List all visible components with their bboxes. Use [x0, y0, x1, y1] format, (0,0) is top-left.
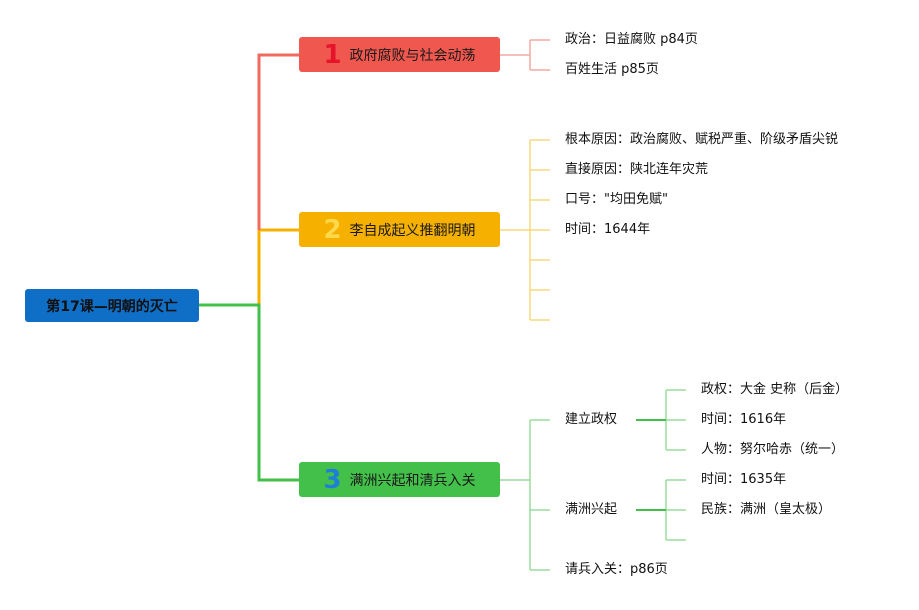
root-topic[interactable]: 第17课—明朝的灭亡: [25, 289, 199, 322]
connector-branch1-children: [500, 39, 550, 71]
leaf-3-2-2[interactable]: 民族：满洲（皇太极）: [701, 502, 832, 517]
branch-2-label: 李自成起义推翻明朝: [349, 222, 476, 239]
branch-2[interactable]: 2 李自成起义推翻明朝: [299, 212, 500, 247]
subtopic-3-2[interactable]: 满洲兴起: [565, 502, 618, 517]
leaf-1-2[interactable]: 百姓生活 p85页: [565, 62, 659, 77]
branch-3[interactable]: 3 满洲兴起和清兵入关: [299, 462, 500, 497]
branch-1[interactable]: 1 政府腐败与社会动荡: [299, 37, 500, 72]
leaf-3-1-2[interactable]: 时间：1616年: [701, 412, 787, 427]
branch-1-label: 政府腐败与社会动荡: [349, 47, 476, 64]
subtopic-3-3[interactable]: 请兵入关：p86页: [565, 562, 668, 577]
connector-branch2-children: [500, 139, 550, 321]
leaf-3-1-1[interactable]: 政权：大金 史称（后金）: [701, 382, 849, 397]
connector-root-branch3: [199, 303, 299, 482]
leaf-1-1[interactable]: 政治：日益腐败 p84页: [565, 32, 698, 47]
branch-3-label: 满洲兴起和清兵入关: [349, 472, 476, 489]
leaf-2-3[interactable]: 口号："均田免赋": [565, 192, 668, 207]
leaf-2-2[interactable]: 直接原因：陕北连年灾荒: [565, 162, 709, 177]
leaf-3-2-1[interactable]: 时间：1635年: [701, 472, 787, 487]
number-2-icon: 2: [323, 214, 342, 245]
number-1-icon: 1: [323, 39, 342, 70]
leaf-3-1-3[interactable]: 人物：努尔哈赤（统一）: [701, 442, 845, 457]
subtopic-3-1[interactable]: 建立政权: [565, 412, 618, 427]
connector-root-branch2: [199, 228, 299, 307]
leaf-2-1[interactable]: 根本原因：政治腐败、赋税严重、阶级矛盾尖锐: [565, 132, 839, 147]
root-topic-label: 第17课—明朝的灭亡: [46, 298, 178, 315]
connector-root-branch1: [257, 53, 299, 230]
number-3-icon: 3: [323, 464, 342, 495]
leaf-2-4[interactable]: 时间：1644年: [565, 222, 651, 237]
